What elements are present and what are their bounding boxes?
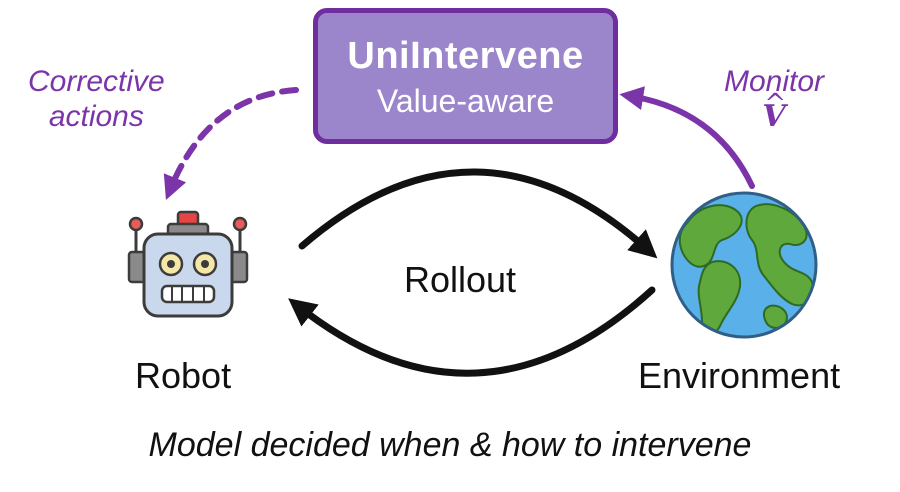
rollout-arrow-bottom: [288, 286, 656, 377]
monitor-label: Monitor ^ V: [724, 64, 824, 134]
value-symbol: V: [762, 99, 786, 134]
environment-label: Environment: [638, 355, 841, 396]
box-title: UniIntervene: [347, 35, 584, 77]
corrective-actions-arrow: [163, 87, 299, 201]
box-subtitle: Value-aware: [376, 83, 555, 119]
monitor-line-1: Monitor: [724, 65, 825, 98]
rollout-arrow-top: [298, 168, 658, 259]
value-hat-caret: ^: [764, 89, 787, 119]
corrective-line-2: actions: [48, 100, 144, 133]
corrective-line-1: Corrective: [28, 65, 165, 98]
corrective-actions-label: Corrective actions: [28, 64, 165, 134]
rollout-label: Rollout: [404, 259, 517, 300]
monitor-arrow: [619, 86, 755, 189]
uniintervene-box: UniIntervene Value-aware: [313, 8, 618, 144]
robot-label: Robot: [135, 355, 232, 396]
robot-icon: [127, 210, 249, 318]
earth-globe-icon: [670, 191, 818, 339]
value-estimate-symbol: ^ V: [724, 89, 824, 134]
diagram-caption: Model decided when & how to intervene: [148, 426, 752, 464]
